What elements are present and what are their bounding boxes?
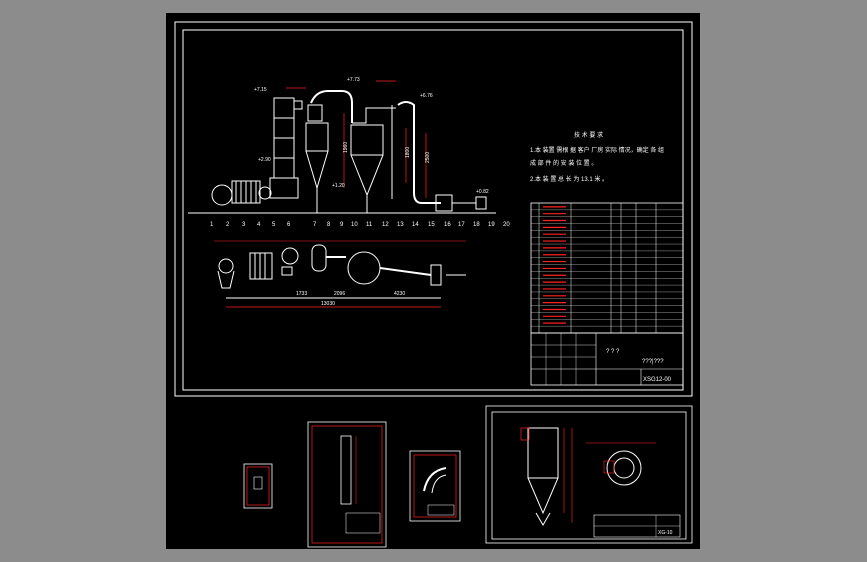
top-duct — [310, 90, 353, 123]
part-number: 11 — [366, 222, 373, 228]
drawing-number: XSG12-00 — [643, 377, 672, 383]
vertical-dimension: 1960 — [343, 142, 349, 153]
drawing-sheet: +7.15 +7.73 +6.76 +2.90 +1.20 +0.82 1960… — [166, 13, 700, 549]
plan-dimension: 2096 — [334, 291, 345, 297]
detail-sheet-small — [243, 463, 273, 509]
cyclone-drawing-number: XG-10 — [658, 530, 673, 536]
column-base — [269, 177, 299, 199]
tech-requirement-line: 成 部 件 的 安 装 位 置 。 — [530, 159, 597, 167]
title-block: ? ? ? ???|??? XSG12-00 — [530, 332, 684, 386]
plan-dimension: 13030 — [321, 301, 335, 307]
plan-view: 1733 2096 4230 13030 — [214, 240, 466, 308]
part-number: 12 — [382, 222, 389, 228]
plan-dimension: 1733 — [296, 291, 307, 297]
cad-drawing: +7.15 +7.73 +6.76 +2.90 +1.20 +0.82 1960… — [174, 21, 693, 548]
cyclone-body — [527, 427, 559, 479]
inner-frame — [182, 29, 684, 391]
part-number: 9 — [340, 222, 344, 228]
outer-frame — [174, 21, 693, 397]
cyclone-top-view — [606, 450, 642, 486]
vertical-dimension: 1800 — [405, 147, 411, 158]
level-label: +2.90 — [258, 157, 271, 163]
plan-dimension: 4230 — [394, 291, 405, 297]
part-number: 15 — [428, 222, 435, 228]
separator-1 — [305, 122, 329, 152]
part-number: 17 — [458, 222, 465, 228]
plan-heater — [249, 252, 273, 280]
blower-housing — [211, 184, 233, 206]
plan-cyclone — [347, 251, 381, 285]
detail-sheet-elbow — [409, 450, 461, 522]
part-number: 19 — [488, 222, 495, 228]
part-number: 18 — [473, 222, 480, 228]
level-label: +0.82 — [476, 189, 489, 195]
part-number: 14 — [412, 222, 419, 228]
level-label: +7.73 — [347, 77, 360, 83]
part-number: 6 — [287, 222, 291, 228]
tech-requirement-line: 1.本 装置 需根 据 客户 厂房 实际 情况，确定 各 组 — [530, 146, 664, 154]
parts-list-table — [530, 202, 684, 334]
elevation-view: +7.15 +7.73 +6.76 +2.90 +1.20 +0.82 1960… — [188, 77, 510, 228]
tech-requirement-line: 2.本 装 置 总 长 为 13.1 米 。 — [530, 175, 608, 183]
level-label: +6.76 — [420, 93, 433, 99]
technical-requirements: 技 术 要 求 1.本 装置 需根 据 客户 厂房 实际 情况，确定 各 组 成… — [530, 131, 664, 183]
cyclone — [350, 124, 384, 156]
part-number: 13 — [397, 222, 404, 228]
name-placeholder: ???|??? — [642, 359, 664, 365]
part-number: 2 — [226, 222, 230, 228]
title-placeholder: ? ? ? — [606, 349, 620, 355]
vertical-dimension: 2500 — [425, 152, 431, 163]
part-number: 10 — [351, 222, 358, 228]
part-number: 7 — [313, 222, 317, 228]
cyclone-detail-sheet: XG-10 — [485, 405, 693, 544]
level-label: +1.20 — [332, 183, 345, 189]
return-duct — [397, 101, 441, 204]
part-number: 16 — [444, 222, 451, 228]
detail-sheet-column — [307, 421, 387, 548]
level-label: +7.15 — [254, 87, 267, 93]
part-number: 8 — [327, 222, 331, 228]
part-number: 5 — [272, 222, 276, 228]
part-number: 4 — [257, 222, 261, 228]
part-number-row: 1 2 3 4 5 6 7 8 9 10 11 12 13 14 15 16 1… — [210, 222, 510, 228]
part-number: 20 — [503, 222, 510, 228]
part-number: 1 — [210, 222, 214, 228]
tech-requirements-title: 技 术 要 求 — [574, 131, 603, 139]
part-number: 3 — [242, 222, 246, 228]
